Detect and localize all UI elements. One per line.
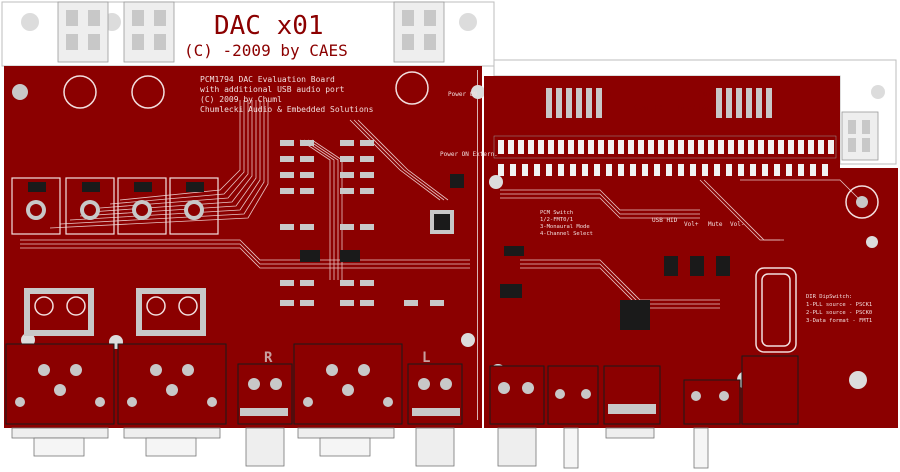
top-connectors bbox=[57, 1, 477, 63]
dir-switch-line-3: 2-PLL source - PSCK0 bbox=[806, 310, 872, 316]
vol-minus-label: Vol- bbox=[730, 221, 744, 228]
board-title: DAC x01 bbox=[214, 11, 324, 41]
board-subtitle: (C) -2009 by CAES bbox=[184, 41, 348, 60]
ctrl-in-label: In bbox=[602, 89, 612, 98]
ctrl-out-label: Out bbox=[698, 89, 713, 98]
power-on-label: Power ON bbox=[448, 91, 477, 98]
right-pcb bbox=[484, 76, 898, 428]
pcm-switch-line-1: PCM Switch bbox=[540, 210, 573, 216]
info-line-2: with additional USB audio port bbox=[200, 85, 345, 94]
dir-switch-line-4: 3-Data format - FMT1 bbox=[806, 318, 872, 324]
vol-plus-label: Vol+ bbox=[684, 221, 699, 228]
bottom-hardware bbox=[11, 427, 709, 469]
usb-hid-label: USB HID bbox=[652, 217, 678, 224]
dir-switch-line-1: DIR DipSwitch: bbox=[806, 294, 852, 300]
info-line-3: (C) 2009 by Chuml bbox=[200, 95, 282, 104]
channel-left-label: L bbox=[422, 350, 430, 366]
left-pcb bbox=[4, 13, 485, 428]
pcm-switch-line-4: 4-Channel Select bbox=[540, 231, 593, 237]
info-line-4: Chumlecki Audio & Embedded Solutions bbox=[200, 105, 374, 114]
pcm-switch-line-3: 3-Monaural Mode bbox=[540, 224, 590, 230]
channel-right-label: R bbox=[264, 350, 273, 366]
power-external-label: Power ON Extern. bbox=[440, 151, 498, 158]
info-line-1: PCM1794 DAC Evaluation Board bbox=[200, 75, 335, 84]
dir-switch-line-2: 1-PLL source - PSCK1 bbox=[806, 302, 872, 308]
pcm-switch-line-2: 1/2-FMT0/1 bbox=[540, 217, 573, 223]
control-interface-label: Control Interface bbox=[634, 103, 716, 112]
mute-label: Mute bbox=[708, 221, 723, 228]
